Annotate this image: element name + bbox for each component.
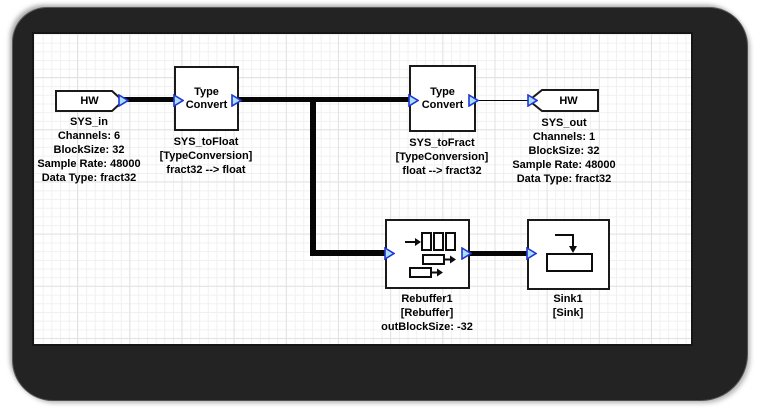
- port-out-icon[interactable]: [118, 94, 129, 107]
- port-in-icon[interactable]: [173, 94, 184, 107]
- label-sys-tofloat: SYS_toFloat [TypeConversion] fract32 -->…: [131, 135, 281, 177]
- block-type: [TypeConversion]: [159, 150, 253, 162]
- hw-input-pentagon-shape: [55, 90, 124, 112]
- rebuffer-blocks-icon: [405, 232, 456, 278]
- port-in-icon[interactable]: [384, 247, 395, 260]
- block-prop: Data Type: fract32: [516, 173, 612, 185]
- port-out-icon[interactable]: [461, 247, 472, 260]
- block-prop: Sample Rate: 48000: [512, 159, 616, 171]
- block-title: HW: [80, 95, 99, 107]
- block-title: Type Convert: [421, 85, 464, 111]
- port-out-icon[interactable]: [231, 94, 242, 107]
- schematic-canvas[interactable]: HW SYS_in Channels: 6 BlockSize: 32 Samp…: [32, 32, 693, 346]
- sink-arrow-into-register-icon: [546, 234, 593, 272]
- block-type: [Sink]: [552, 307, 584, 319]
- block-sys-tofract[interactable]: Type Convert: [409, 65, 476, 132]
- block-prop: BlockSize: 32: [528, 145, 600, 157]
- block-type: [TypeConversion]: [395, 151, 489, 163]
- port-in-icon[interactable]: [408, 94, 419, 107]
- wire-branch-vertical[interactable]: [310, 97, 316, 254]
- port-in-icon[interactable]: [527, 94, 538, 107]
- block-detail: float --> fract32: [402, 165, 482, 177]
- wire-sysin-to-tofloat[interactable]: [123, 97, 179, 102]
- wire-tofract-to-sysout[interactable]: [474, 100, 531, 101]
- block-sys-out[interactable]: HW: [528, 89, 599, 112]
- block-detail: outBlockSize: -32: [381, 321, 473, 333]
- block-prop: Sample Rate: 48000: [37, 158, 141, 170]
- block-prop: Channels: 6: [57, 130, 121, 142]
- block-type: [Rebuffer]: [400, 307, 454, 319]
- label-sys-tofract: SYS_toFract [TypeConversion] float --> f…: [367, 136, 517, 178]
- block-sys-in[interactable]: HW: [55, 90, 124, 112]
- wire-rebuffer-to-sink[interactable]: [466, 251, 530, 256]
- label-rebuffer1: Rebuffer1 [Rebuffer] outBlockSize: -32: [352, 292, 502, 334]
- block-detail: fract32 --> float: [166, 164, 246, 176]
- block-name: SYS_toFract: [409, 137, 475, 149]
- label-sink1: Sink1 [Sink]: [518, 292, 618, 320]
- window-frame: HW SYS_in Channels: 6 BlockSize: 32 Samp…: [13, 8, 747, 400]
- label-sys-in: SYS_in Channels: 6 BlockSize: 32 Sample …: [19, 115, 159, 185]
- block-name: SYS_toFloat: [173, 136, 239, 148]
- port-out-icon[interactable]: [468, 94, 479, 107]
- port-in-icon[interactable]: [526, 247, 537, 260]
- block-name: Sink1: [553, 293, 583, 305]
- block-rebuffer1[interactable]: [385, 219, 470, 289]
- block-name: SYS_out: [541, 117, 587, 129]
- block-sys-tofloat[interactable]: Type Convert: [174, 66, 239, 131]
- label-sys-out: SYS_out Channels: 1 BlockSize: 32 Sample…: [494, 116, 634, 186]
- wire-tofloat-to-tofract[interactable]: [238, 97, 414, 102]
- wire-branch-to-rebuffer[interactable]: [310, 250, 390, 256]
- block-title: HW: [559, 94, 578, 107]
- block-prop: Channels: 1: [532, 131, 596, 143]
- block-name: Rebuffer1: [401, 293, 453, 305]
- block-prop: BlockSize: 32: [53, 144, 125, 156]
- block-title: Type Convert: [185, 85, 228, 111]
- block-name: SYS_in: [70, 116, 108, 128]
- block-prop: Data Type: fract32: [41, 172, 137, 184]
- block-sink1[interactable]: [527, 219, 610, 290]
